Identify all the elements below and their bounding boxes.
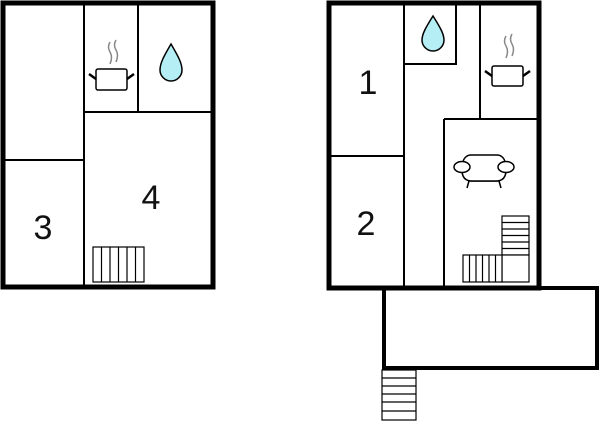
bathroom-wall	[403, 2, 457, 65]
stairs-icon	[462, 215, 530, 283]
terrace-stairs-icon	[381, 369, 417, 421]
room-label-2: 2	[357, 205, 376, 243]
kitchen-pot-icon	[88, 39, 135, 91]
left-floor: 3 4	[0, 0, 216, 290]
kitchen-pot-icon	[484, 33, 531, 87]
room-label-4: 4	[142, 179, 161, 217]
room-label-3: 3	[34, 209, 53, 247]
water-drop-icon	[421, 14, 445, 52]
left-floor-outer-wall	[0, 0, 216, 290]
stairs-icon	[92, 246, 145, 283]
terrace-wall	[382, 286, 599, 370]
water-drop-icon	[159, 42, 183, 82]
room-label-1: 1	[359, 64, 378, 102]
right-floor: 1 2	[326, 0, 599, 421]
armchair-icon	[453, 154, 515, 189]
